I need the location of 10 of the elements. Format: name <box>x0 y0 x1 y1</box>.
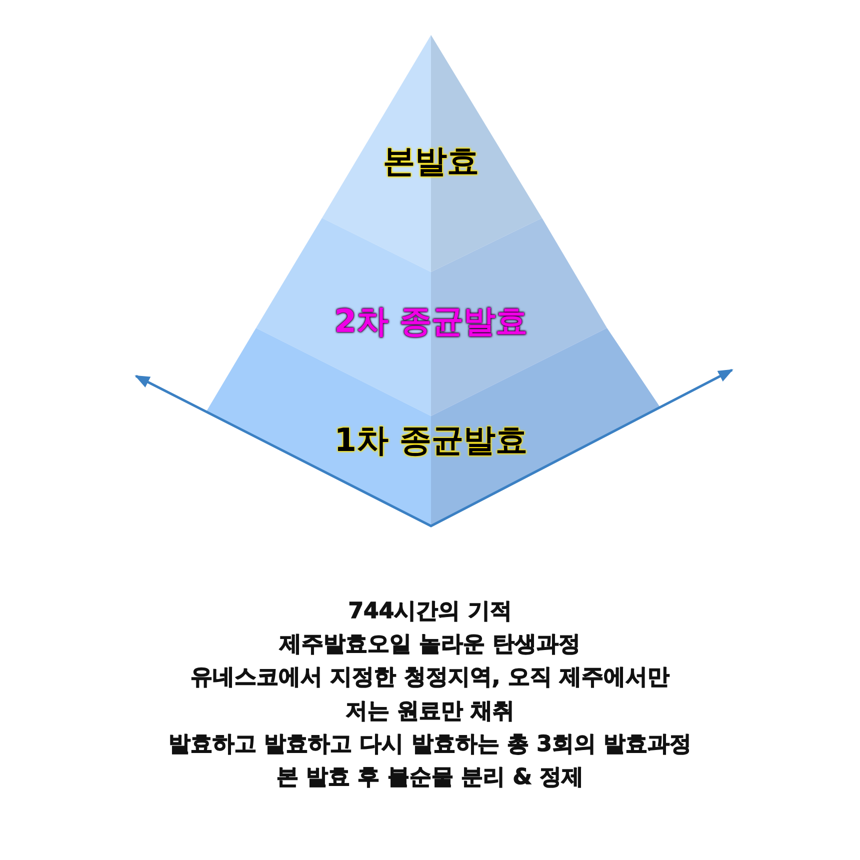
description-line: 유네스코에서 지정한 청정지역, 오직 제주에서만 <box>190 664 670 692</box>
description-line: 제주발효오일 놀라운 탄생과정 <box>279 631 581 660</box>
description-line: 본 발효 후 불순물 분리 & 정제 <box>276 764 584 792</box>
pyramid-tier <box>322 35 542 272</box>
description-line: 발효하고 발효하고 다시 발효하는 총 3회의 발효과정 <box>168 730 692 759</box>
description-line: 744시간의 기적 <box>348 598 512 626</box>
tier-label: 본발효 <box>383 142 479 180</box>
tier-label: 2차 종균발효 <box>334 302 528 340</box>
description-line: 저는 원료만 채취 <box>345 698 515 726</box>
tier-label: 1차 종균발효 <box>334 421 528 459</box>
